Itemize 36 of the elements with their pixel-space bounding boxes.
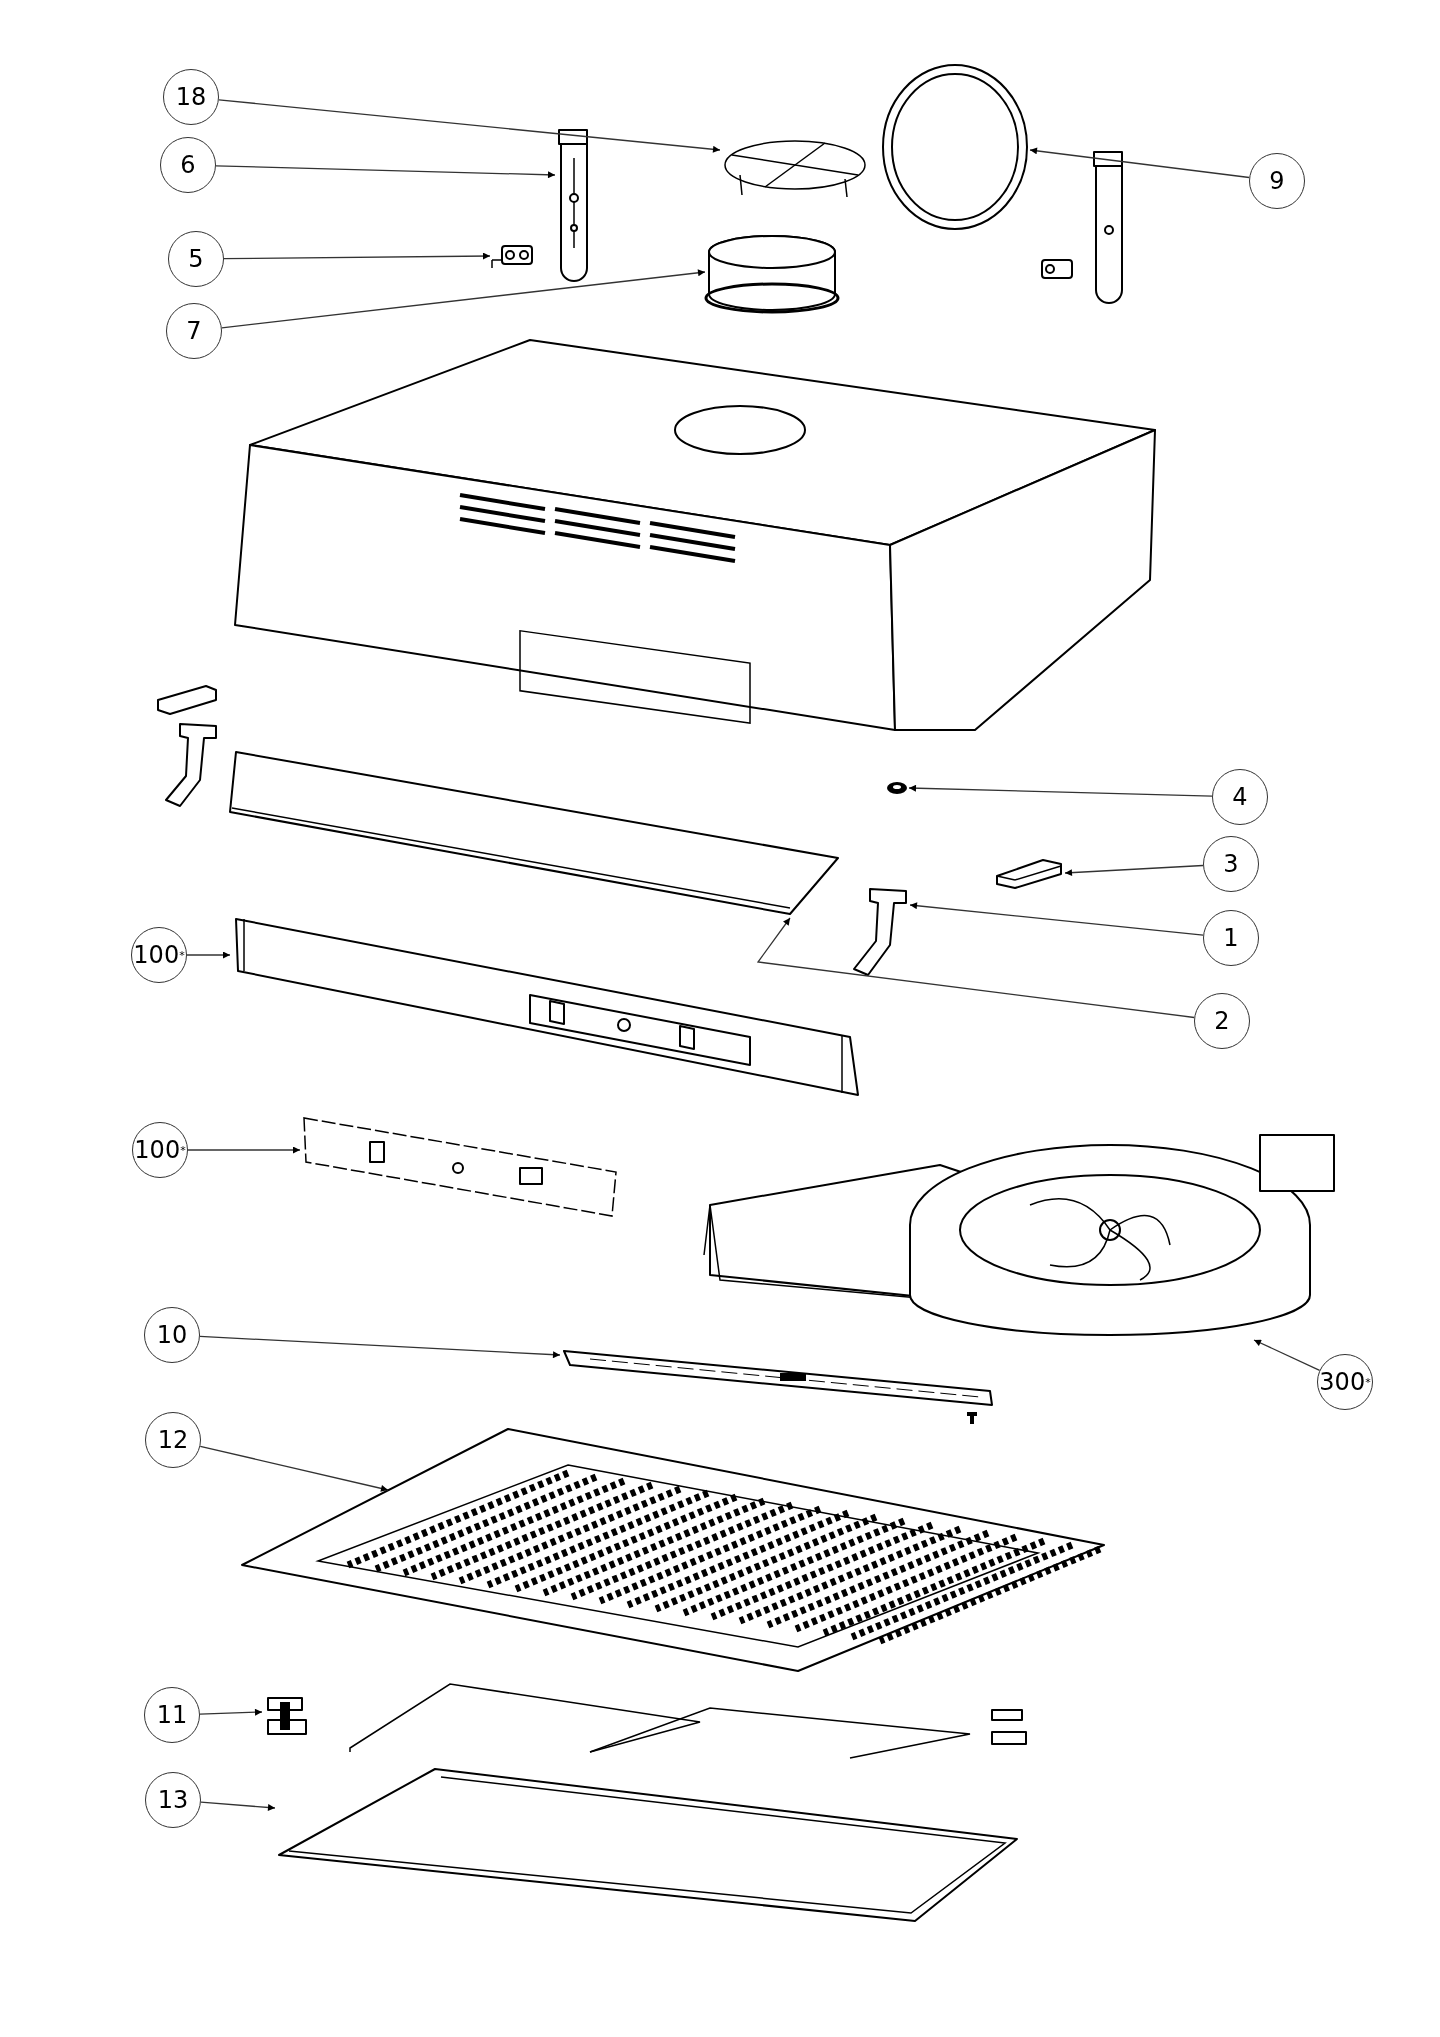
- washer-drawing: [885, 780, 909, 796]
- callout-number: 10: [144, 1307, 200, 1363]
- callout-number: 2: [1194, 993, 1250, 1049]
- callout-number: 13: [145, 1772, 201, 1828]
- leader-line: [1029, 147, 1250, 179]
- leader-line: [756, 917, 1195, 1019]
- callout-number: 100$^{*}$: [131, 927, 187, 983]
- callout-number: 1: [1203, 910, 1259, 966]
- leader-line: [223, 252, 491, 260]
- leader-line: [199, 1708, 263, 1716]
- callout-number: 12: [145, 1412, 201, 1468]
- callout-number: 9: [1249, 153, 1305, 209]
- leader-line: [221, 269, 706, 329]
- filter-frame-drawing: [238, 1425, 1108, 1675]
- leader-line: [908, 784, 1213, 797]
- leader-line: [1253, 1339, 1321, 1371]
- leader-line: [199, 1335, 561, 1359]
- catch-drawing: [993, 856, 1065, 890]
- leader-line: [909, 902, 1204, 936]
- duct-ring-drawing: [880, 62, 1030, 232]
- callout-number: 300$^{*}$: [1317, 1354, 1373, 1410]
- callout-number: 4: [1212, 769, 1268, 825]
- callout-number: 6: [160, 137, 216, 193]
- leader-line: [200, 1801, 276, 1811]
- callout-number: 18: [163, 69, 219, 125]
- leader-line: [215, 165, 556, 179]
- leader-line: [187, 1146, 301, 1154]
- callout-number: 100$^{*}$: [132, 1122, 188, 1178]
- leader-line: [1064, 864, 1204, 877]
- leader-line: [186, 951, 231, 959]
- callout-number: 7: [166, 303, 222, 359]
- callout-number: 3: [1203, 836, 1259, 892]
- leader-line: [199, 1445, 389, 1492]
- callout-number: 5: [168, 231, 224, 287]
- callout-number: 11: [144, 1687, 200, 1743]
- leader-line: [218, 99, 721, 153]
